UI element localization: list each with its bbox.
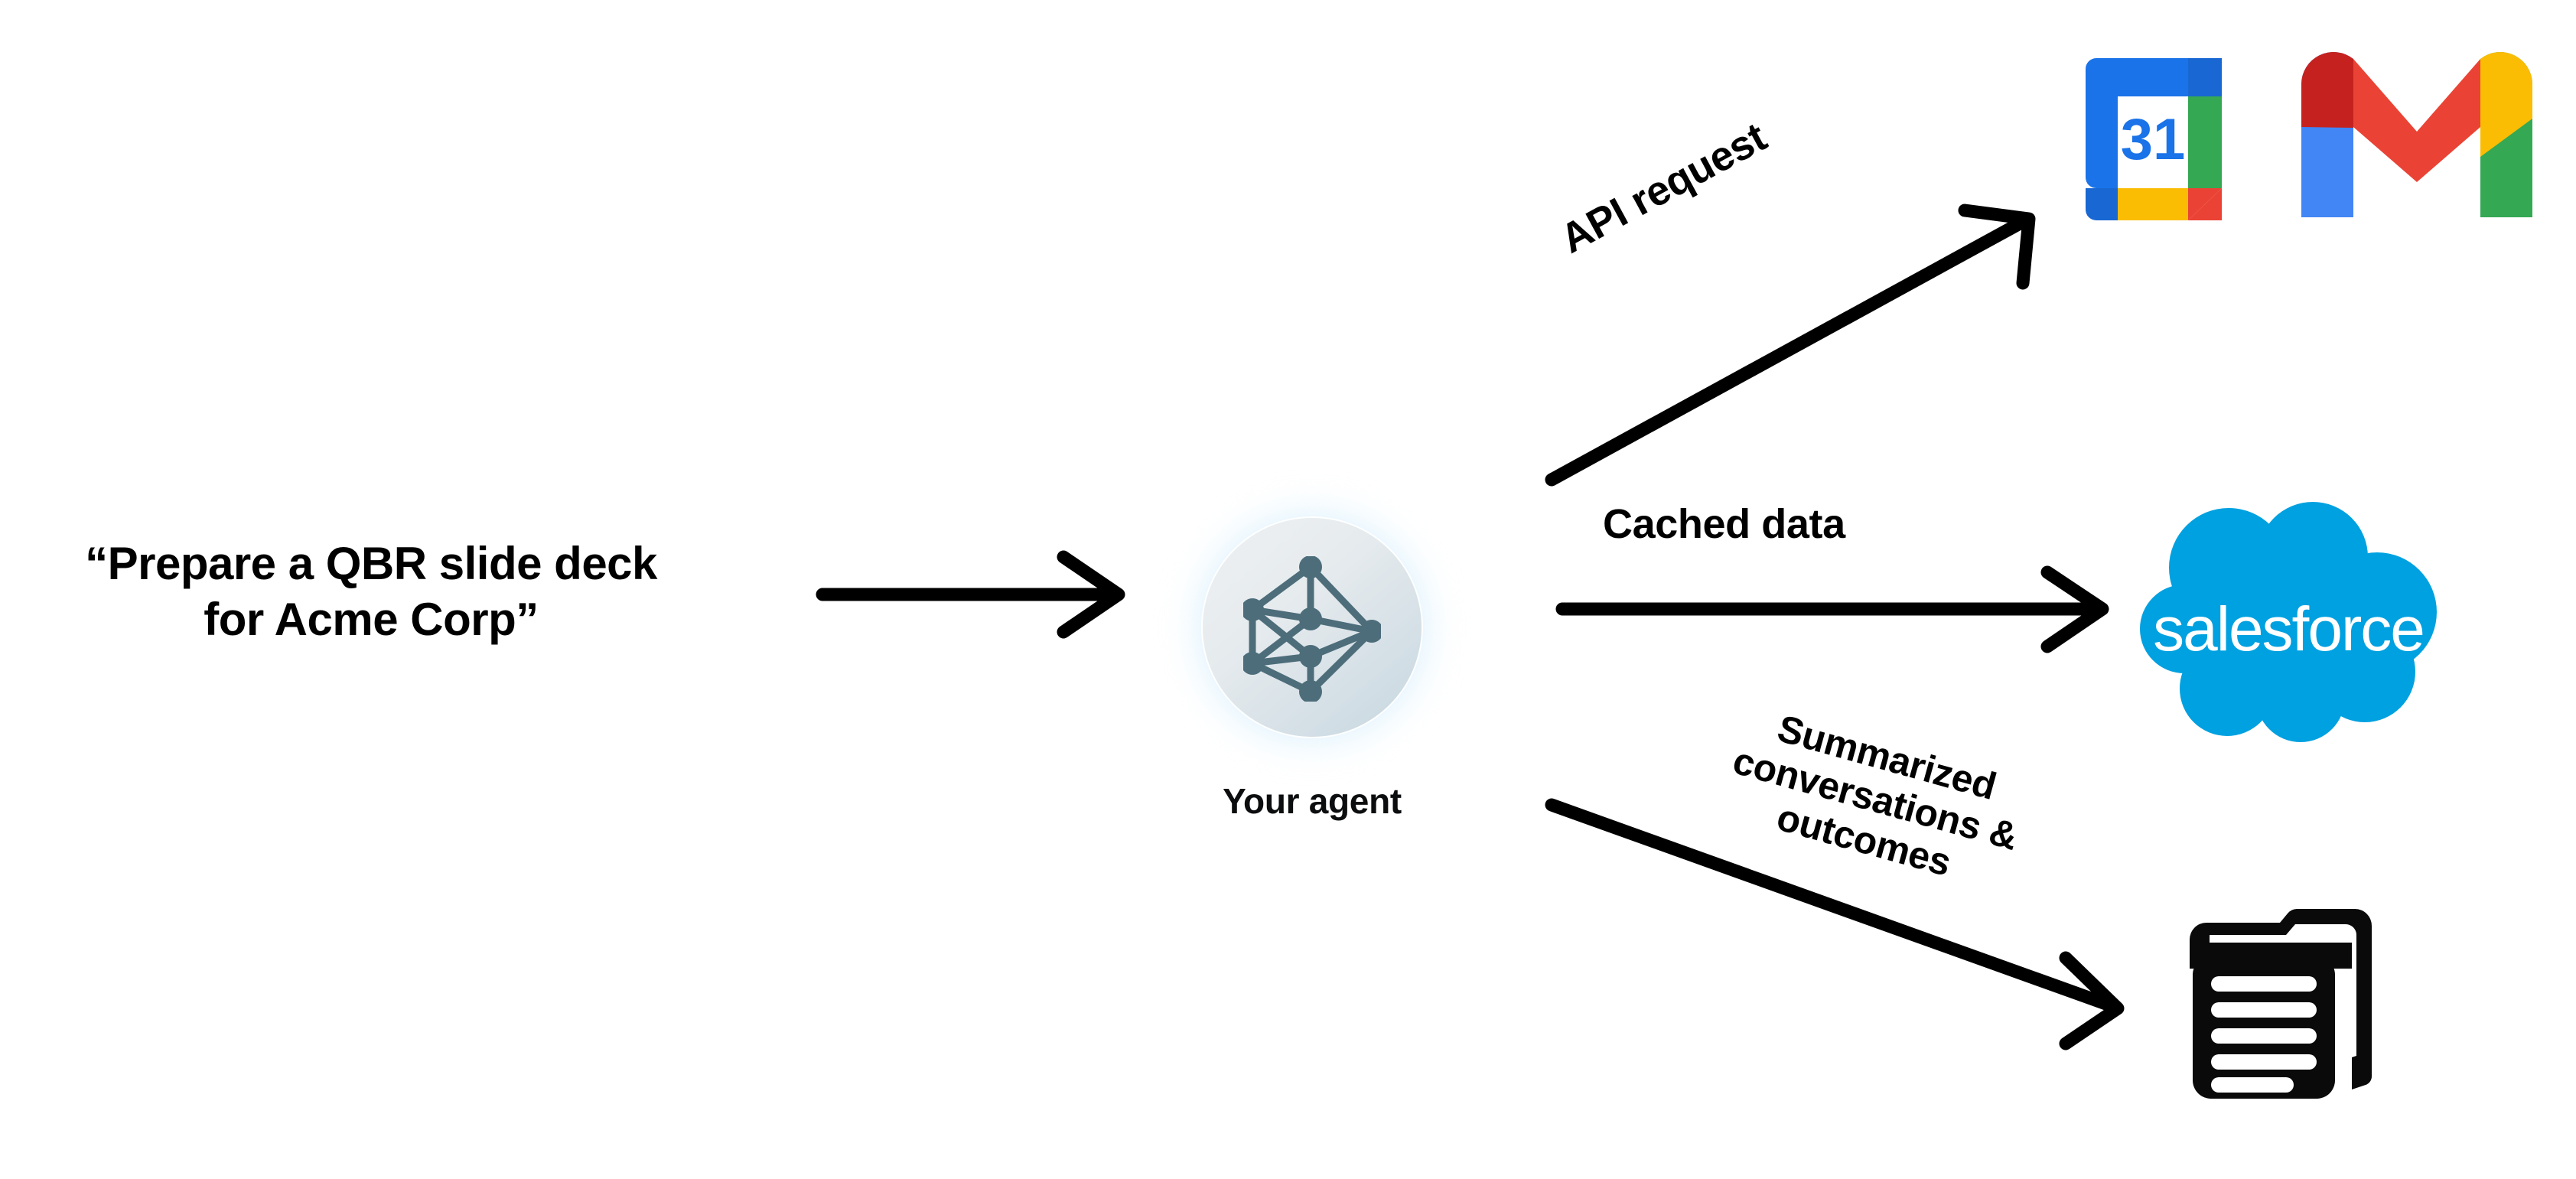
user-prompt-text: “Prepare a QBR slide deck for Acme Corp”	[85, 538, 657, 646]
calendar-day-number: 31	[2121, 107, 2186, 172]
google-calendar-icon: 31	[2084, 50, 2255, 228]
stacked-documents-icon	[2180, 895, 2395, 1117]
api-request-arrow	[1545, 204, 2036, 487]
agent-node: Your agent	[1109, 425, 1515, 830]
input-arrow	[816, 550, 1125, 639]
network-graph-icon	[1241, 555, 1383, 703]
gmail-icon	[2300, 50, 2534, 228]
edge-label-summarized-conversations: Summarized conversations & outcomes	[1728, 706, 2023, 884]
edge-label-cached-data: Cached data	[1603, 501, 1845, 547]
agent-label: Your agent	[1223, 781, 1402, 821]
cached-data-arrow	[1555, 565, 2109, 653]
salesforce-wordmark: salesforce	[2153, 594, 2424, 664]
salesforce-cloud-icon: salesforce	[2138, 497, 2438, 742]
edge-label-api-request: API request	[1553, 113, 1774, 262]
